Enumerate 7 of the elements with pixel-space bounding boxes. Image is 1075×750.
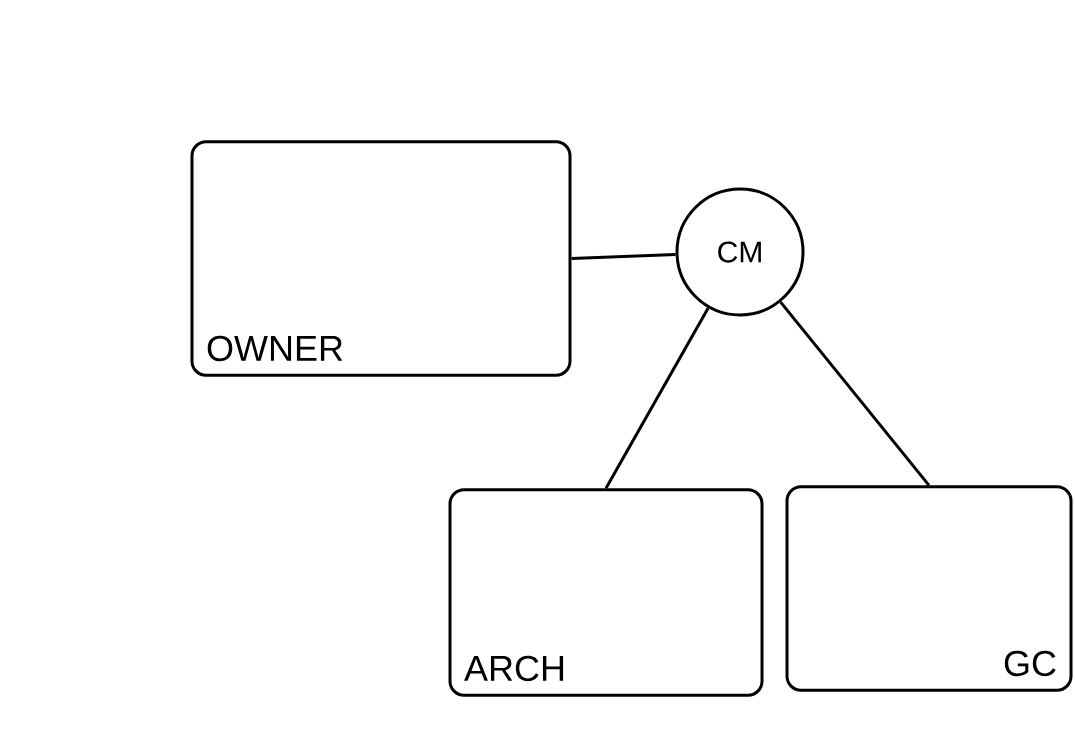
process-box: ARCH [448, 488, 764, 697]
connector-line [571, 253, 676, 260]
circle-node: CM [675, 187, 805, 317]
process-box: OWNER [190, 140, 572, 377]
process-box: GC [785, 485, 1073, 692]
connector-line [779, 301, 931, 487]
connector-line [604, 307, 710, 490]
